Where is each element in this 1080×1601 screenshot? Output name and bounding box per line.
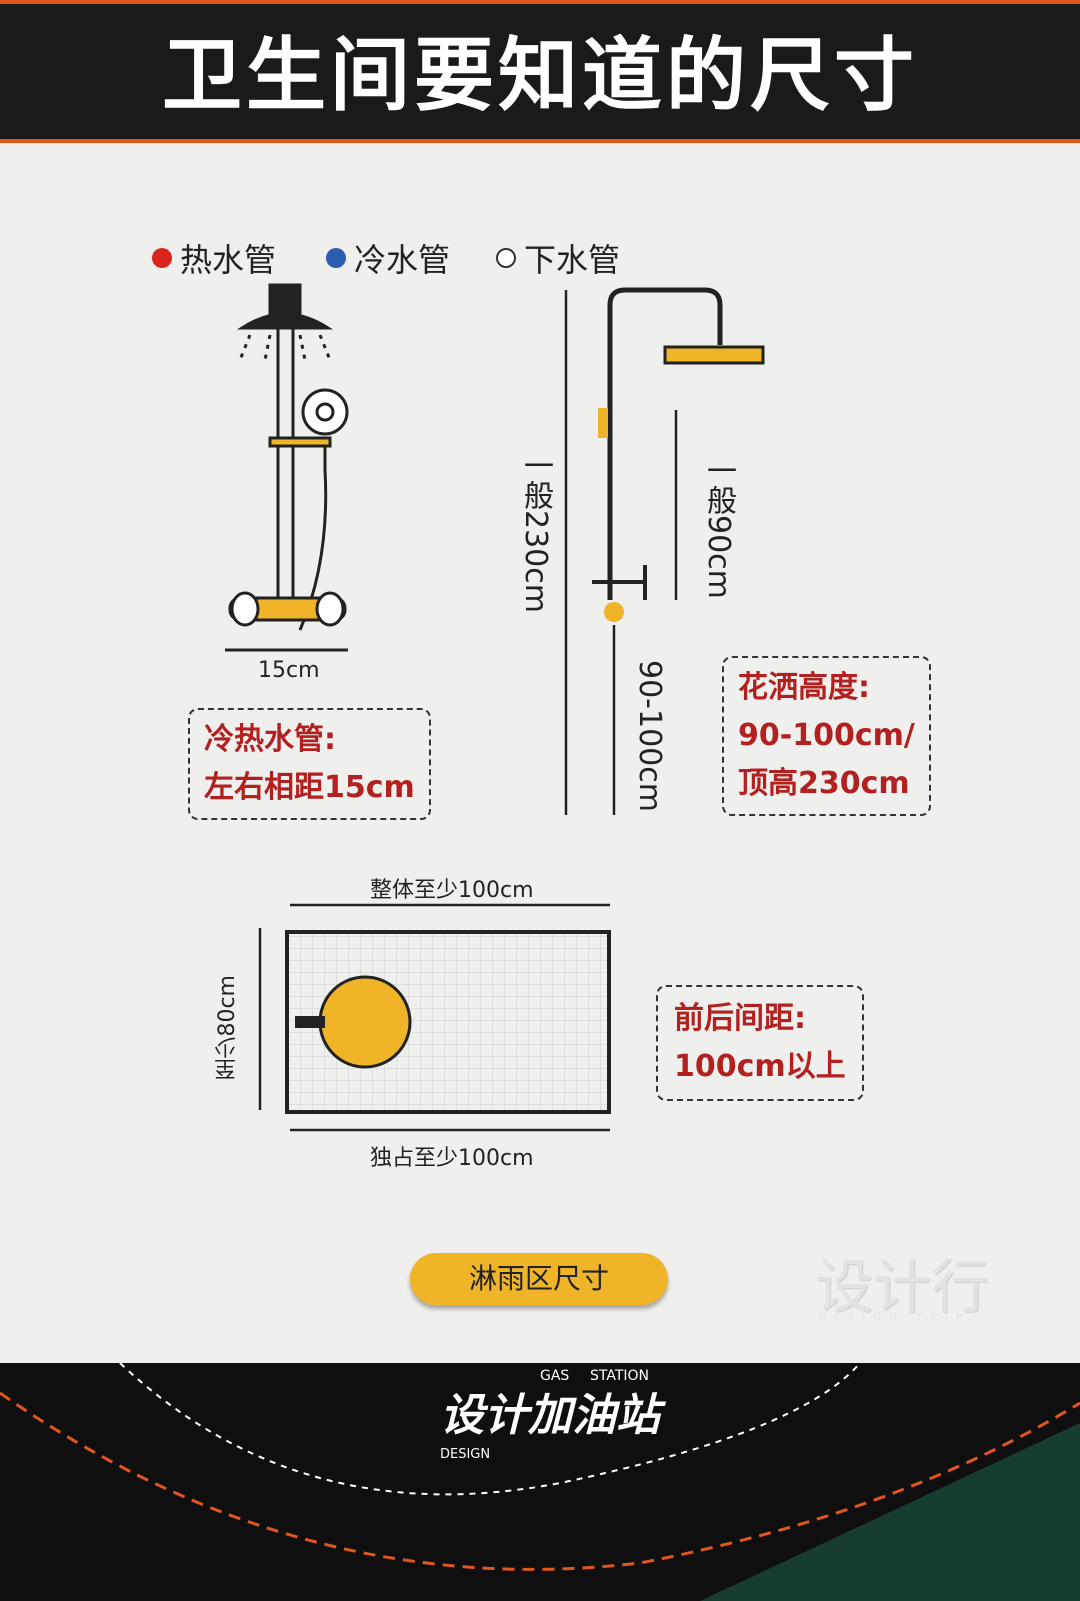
note-line: 90-100cm/ <box>738 718 915 753</box>
valve-height-label: 90-100cm <box>632 660 667 812</box>
section-label-button: 淋雨区尺寸 <box>410 1253 668 1305</box>
legend-cold: 冷水管 <box>326 235 450 281</box>
watermark-sub: DESIGN TRIP <box>818 1312 970 1323</box>
note-line: 冷热水管: <box>204 722 336 757</box>
note-line: 100cm以上 <box>674 1049 846 1084</box>
legend-drain: 下水管 <box>496 235 620 281</box>
note-pipe-spacing: 冷热水管: 左右相距15cm <box>188 708 431 820</box>
plan-side-label: 至少80cm <box>215 975 240 1081</box>
side-shower-icon <box>592 287 765 622</box>
watermark: 设计行 <box>815 1253 990 1321</box>
plan-top-label: 整体至少100cm <box>370 878 534 903</box>
dimension-arrows <box>258 290 678 1132</box>
footer-banner: GAS STATION 设计加油站 DESIGN <box>0 1363 1080 1601</box>
legend-label: 下水管 <box>524 241 621 279</box>
white-dot-icon <box>496 248 516 268</box>
title-banner: 卫生间要知道的尺寸 <box>0 0 1080 143</box>
legend-label: 冷水管 <box>354 241 451 279</box>
plan-bottom-label: 独占至少100cm <box>370 1146 534 1171</box>
footer-decoration <box>0 1363 1080 1601</box>
logo-cn: 设计加油站 <box>440 1390 660 1441</box>
shower-diagram <box>225 283 765 1132</box>
page-title: 卫生间要知道的尺寸 <box>162 29 918 122</box>
shower-plan <box>285 930 611 1114</box>
legend-hot: 热水管 <box>152 235 276 281</box>
note-line: 顶高230cm <box>738 766 910 801</box>
total-height-label: 一般230cm <box>518 450 553 613</box>
footer-logo: 设计加油站 <box>440 1389 660 1443</box>
note-line: 花洒高度: <box>738 670 870 705</box>
logo-en-gas: GAS <box>540 1368 570 1384</box>
logo-en-station: STATION <box>590 1368 650 1384</box>
width-label: 15cm <box>258 658 320 683</box>
front-shower-icon <box>225 283 349 652</box>
logo-en-design: DESIGN <box>440 1447 491 1462</box>
note-line: 前后间距: <box>674 1001 806 1036</box>
head-height-label: 一般90cm <box>701 455 736 599</box>
legend-label: 热水管 <box>180 241 277 279</box>
blue-dot-icon <box>326 248 346 268</box>
note-spacing: 前后间距: 100cm以上 <box>656 985 864 1101</box>
note-line: 左右相距15cm <box>204 770 415 805</box>
note-shower-height: 花洒高度: 90-100cm/顶高230cm <box>722 656 931 816</box>
red-dot-icon <box>152 248 172 268</box>
